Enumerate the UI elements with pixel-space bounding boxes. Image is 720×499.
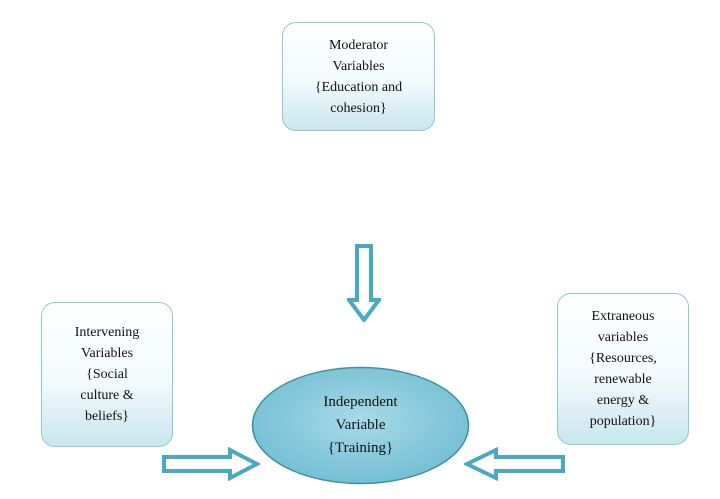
left-arrow xyxy=(464,447,565,481)
moderator-variables-label: Moderator Variables {Education and cohes… xyxy=(314,37,403,116)
right-arrow xyxy=(162,447,260,481)
intervening-variables-label: Intervening Variables {Social culture & … xyxy=(74,325,140,424)
intervening-variables-box: Intervening Variables {Social culture & … xyxy=(41,302,173,447)
moderator-variables-box: Moderator Variables {Education and cohes… xyxy=(282,22,435,131)
extraneous-variables-label: Extraneous variables {Resources, renewab… xyxy=(589,309,657,429)
independent-variable-node: Independent Variable {Training} xyxy=(251,366,470,485)
extraneous-variables-box: Extraneous variables {Resources, renewab… xyxy=(557,293,689,445)
independent-variable-label: Independent Variable {Training} xyxy=(323,394,398,456)
independent-variable-ellipse xyxy=(251,366,470,485)
down-arrow xyxy=(347,244,381,322)
